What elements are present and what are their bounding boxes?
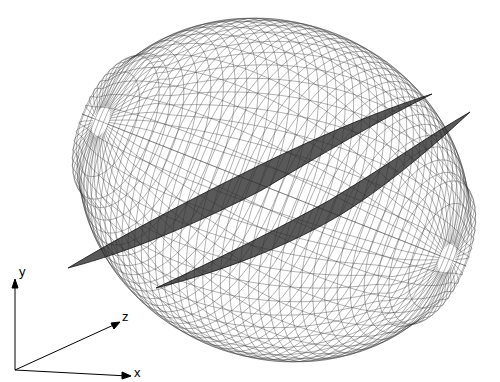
axis-label: x — [134, 366, 141, 379]
mesh-line — [106, 128, 459, 286]
axis-label: y — [19, 265, 26, 278]
mesh-line — [409, 203, 472, 308]
mesh-line — [74, 133, 438, 328]
mesh-line — [178, 31, 370, 349]
mesh-line — [108, 25, 466, 244]
mesh-line — [325, 124, 461, 349]
mesh-line — [100, 43, 446, 246]
axis-line — [15, 323, 118, 370]
mesh-line — [378, 172, 471, 326]
mesh — [72, 18, 476, 362]
mesh-line — [389, 181, 476, 325]
mesh-line — [104, 21, 451, 244]
axis-line — [15, 370, 128, 376]
mesh-line — [72, 128, 438, 288]
mesh-line — [79, 47, 183, 220]
mesh-line — [211, 47, 399, 359]
furrows — [68, 94, 470, 288]
mesh-line — [220, 51, 406, 360]
mesh-line — [107, 20, 462, 243]
axes — [12, 279, 131, 379]
mesh-line — [108, 32, 468, 245]
axis-label: z — [122, 310, 129, 323]
mesh-line — [258, 75, 431, 362]
arrow-head — [111, 322, 120, 329]
furrow — [156, 112, 470, 288]
arrow-head — [12, 279, 18, 288]
arrow-head — [122, 372, 131, 379]
mesh-line — [81, 40, 197, 233]
mesh-line — [72, 56, 159, 200]
mesh-line — [102, 26, 448, 244]
axis-line — [15, 282, 16, 370]
mesh-line — [350, 147, 466, 340]
